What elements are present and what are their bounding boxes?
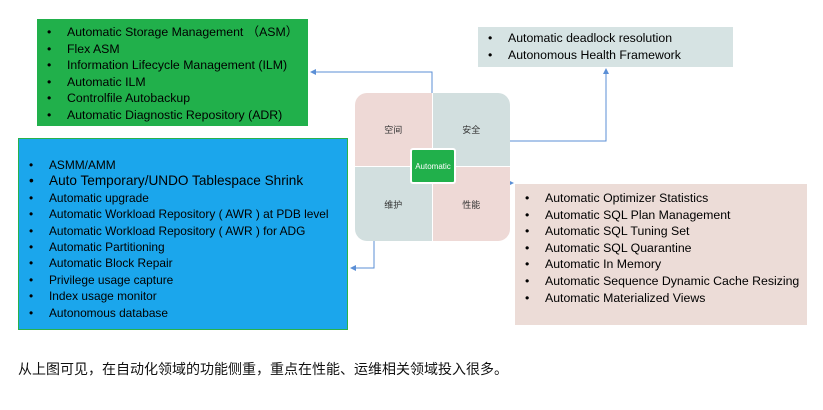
list-item: Automatic SQL Plan Management xyxy=(519,207,807,224)
connector-maintenance xyxy=(350,241,375,271)
list-item: Autonomous database xyxy=(23,305,347,322)
list-item: Automatic Optimizer Statistics xyxy=(519,190,807,207)
list-item: Automatic Sequence Dynamic Cache Resizin… xyxy=(519,273,807,290)
performance-box: Automatic Optimizer Statistics Automatic… xyxy=(515,184,807,325)
list-item: Automatic Storage Management （ASM） xyxy=(41,24,308,41)
quadrant-label: 性能 xyxy=(462,199,481,210)
list-item: Automatic Materialized Views xyxy=(519,290,807,307)
health-box: Automatic deadlock resolution Autonomous… xyxy=(478,27,733,67)
list-item: Autonomous Health Framework xyxy=(482,47,733,64)
list-item: Privilege usage capture xyxy=(23,272,347,289)
center-automatic-label: Automatic xyxy=(410,148,456,184)
list-item: Automatic Block Repair xyxy=(23,255,347,272)
quadrant-label: 安全 xyxy=(462,125,481,135)
list-item: Automatic Workload Repository ( AWR ) fo… xyxy=(23,223,347,240)
maintenance-box: ASMM/AMM Auto Temporary/UNDO Tablespace … xyxy=(18,138,348,330)
list-item: ASMM/AMM xyxy=(23,157,347,174)
list-item: Automatic In Memory xyxy=(519,256,807,273)
list-item: Information Lifecycle Management (ILM) xyxy=(41,57,308,74)
list-item: Auto Temporary/UNDO Tablespace Shrink xyxy=(23,173,347,190)
connector-health xyxy=(510,68,609,142)
list-item: Automatic deadlock resolution xyxy=(482,30,733,47)
list-item: Automatic upgrade xyxy=(23,190,347,207)
list-item: Automatic SQL Tuning Set xyxy=(519,223,807,240)
list-item: Index usage monitor xyxy=(23,288,347,305)
caption-text: 从上图可见，在自动化领域的功能侧重，重点在性能、运维相关领域投入很多。 xyxy=(18,362,508,378)
list-item: Automatic Workload Repository ( AWR ) at… xyxy=(23,206,347,223)
list-item: Automatic Partitioning xyxy=(23,239,347,256)
storage-box: Automatic Storage Management （ASM） Flex … xyxy=(37,19,308,126)
list-item: Automatic SQL Quarantine xyxy=(519,240,807,257)
quadrant-label: 维护 xyxy=(384,199,403,210)
connector-storage xyxy=(310,69,433,93)
list-item: Automatic ILM xyxy=(41,74,308,91)
list-item: Flex ASM xyxy=(41,41,308,58)
quadrant-label: 空间 xyxy=(384,125,403,135)
list-item: Automatic Diagnostic Repository (ADR) xyxy=(41,107,308,124)
list-item: Controlfile Autobackup xyxy=(41,90,308,107)
